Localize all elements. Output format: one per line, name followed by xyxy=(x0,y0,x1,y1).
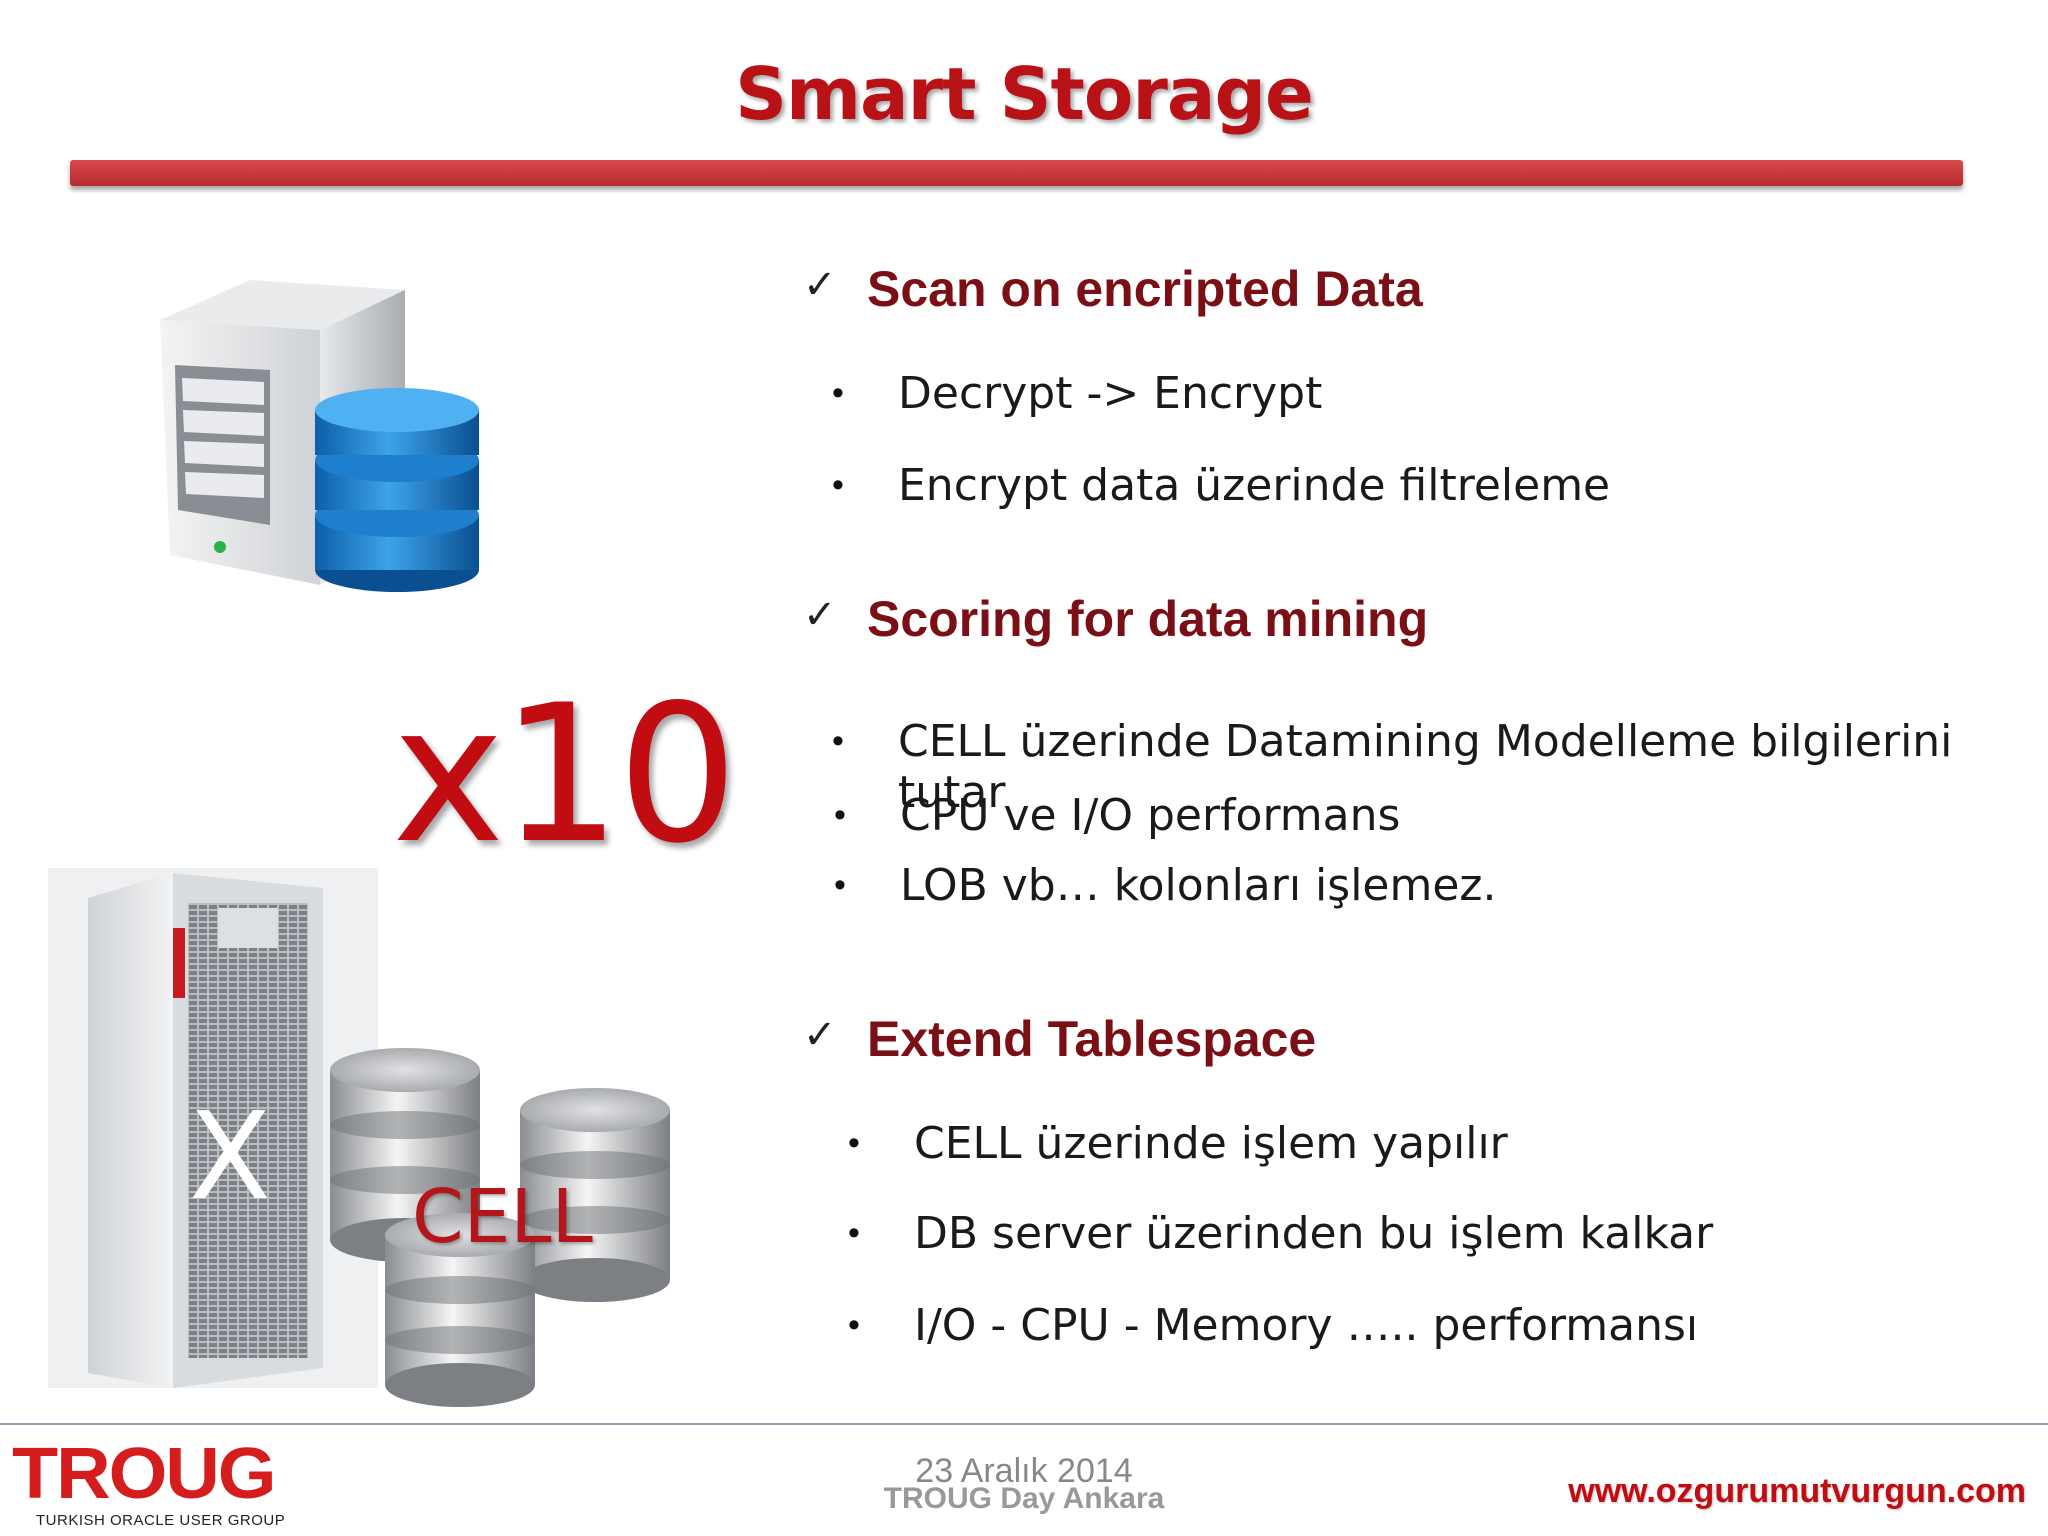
bullet-item: CELL üzerinde Datamining Modelleme bilgi… xyxy=(898,716,1953,818)
check-icon: ✓ xyxy=(803,262,837,308)
bullet-item: Encrypt data üzerinde filtreleme xyxy=(898,460,1611,511)
check-icon: ✓ xyxy=(803,1012,837,1058)
check-icon: ✓ xyxy=(803,592,837,638)
bullet-item: DB server üzerinden bu işlem kalkar xyxy=(914,1208,1714,1259)
bullet-icon: • xyxy=(848,1124,860,1162)
bullet-item: Decrypt -> Encrypt xyxy=(898,368,1323,419)
event-date: 23 Aralık 2014 xyxy=(915,1452,1133,1490)
slide-title: Smart Storage xyxy=(735,52,1314,136)
event-name: TROUG Day Ankara xyxy=(883,1482,1165,1515)
multiplier-label: x10 xyxy=(392,664,738,885)
section-heading: Extend Tablespace xyxy=(867,1011,1317,1067)
bullet-icon: • xyxy=(834,796,846,834)
bullet-icon: • xyxy=(848,1306,860,1344)
bullet-icon: • xyxy=(832,374,844,412)
cell-label: CELL xyxy=(412,1174,593,1260)
troug-logo: TROUG xyxy=(12,1434,277,1514)
bullet-item: CELL üzerinde işlem yapılır xyxy=(914,1118,1508,1169)
bullet-item: I/O - CPU - Memory ….. performansı xyxy=(914,1300,1699,1351)
section-heading: Scan on encripted Data xyxy=(867,261,1423,317)
logo-subtitle: TURKISH ORACLE USER GROUP xyxy=(36,1512,286,1529)
section-heading: Scoring for data mining xyxy=(867,591,1429,647)
website-link[interactable]: www.ozgurumutvurgun.com xyxy=(1568,1472,2026,1510)
rack-letter: X xyxy=(189,1088,271,1227)
title-divider xyxy=(70,160,1963,186)
footer-divider xyxy=(0,1423,2048,1425)
bullet-icon: • xyxy=(848,1214,860,1252)
bullet-icon: • xyxy=(832,466,844,504)
bullet-icon: • xyxy=(832,722,844,760)
storage-rack-icon: X xyxy=(48,868,378,1388)
disk-stack-icon xyxy=(330,1048,670,1407)
server-database-icon xyxy=(160,280,479,592)
bullet-icon: • xyxy=(834,866,846,904)
bullet-item: LOB vb… kolonları işlemez. xyxy=(900,860,1497,911)
bullet-item: CPU ve I/O performans xyxy=(900,790,1401,841)
